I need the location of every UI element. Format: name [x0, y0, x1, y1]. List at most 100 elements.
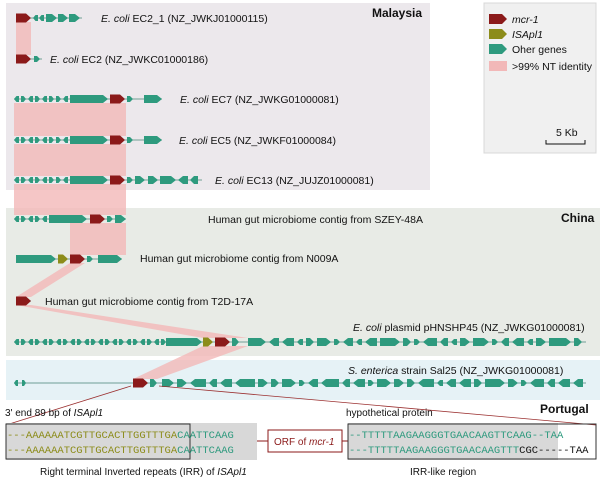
other-gene [547, 379, 555, 387]
other-gene [473, 338, 489, 346]
other-gene [144, 136, 162, 144]
gene-tracks [14, 13, 586, 388]
other-gene [380, 338, 400, 346]
other-gene [166, 338, 202, 346]
zoom-line-left [5, 385, 132, 426]
mcr1-gene [16, 13, 31, 23]
track-ec5 [14, 135, 162, 145]
other-gene [365, 338, 377, 346]
track-sal25 [14, 378, 586, 388]
label-ec7: E. coli EC7 (NZ_JWKG01000081) [180, 94, 339, 106]
other-gene [140, 339, 145, 345]
other-gene [21, 137, 26, 143]
legend-identity-swatch [489, 61, 507, 71]
other-gene [459, 379, 471, 387]
other-gene [512, 338, 524, 346]
other-gene [414, 339, 420, 345]
legend-box [483, 2, 597, 154]
other-gene [190, 379, 206, 387]
other-gene [84, 339, 89, 345]
other-gene [317, 338, 331, 346]
orf-label: ORF of mcr-1 [274, 437, 334, 448]
other-gene [70, 176, 108, 184]
other-gene [150, 379, 157, 387]
mcr1-gene [90, 214, 105, 224]
other-gene [42, 216, 47, 222]
other-gene [353, 379, 365, 387]
other-gene [69, 14, 80, 22]
other-gene [107, 216, 113, 222]
other-gene [126, 339, 131, 345]
label-phnshp45: E. coli plasmid pHNSHP45 (NZ_JWKG0100008… [353, 322, 585, 334]
other-gene [28, 96, 33, 102]
other-gene [56, 137, 61, 143]
track-ec2_1 [16, 13, 82, 23]
other-gene [573, 379, 583, 387]
legend-mcr1-icon [489, 14, 507, 24]
identity-bands [14, 22, 248, 379]
mcr1-gene [70, 254, 85, 264]
other-gene [148, 176, 158, 184]
other-gene [474, 379, 482, 387]
other-gene [28, 137, 33, 143]
other-gene [14, 339, 19, 345]
other-gene [127, 137, 133, 143]
other-gene [147, 339, 152, 345]
mcr1-gene [110, 175, 125, 185]
other-gene [33, 15, 38, 21]
other-gene [536, 338, 546, 346]
zoom-line-right [158, 385, 597, 426]
other-gene [282, 379, 296, 387]
end-89bp-label: 3' end 89 bp of ISApl1 [5, 408, 103, 419]
other-gene [14, 96, 19, 102]
other-gene [235, 379, 255, 387]
other-gene [115, 215, 126, 223]
identity-band [16, 263, 85, 297]
other-gene [87, 256, 93, 262]
identity-band [16, 305, 248, 338]
identity-band [70, 223, 126, 255]
seq-isapl1-lower: ---AAAAAATCGTTGCACTTGGTTTGACAATTCAAG [7, 445, 234, 457]
identity-band [14, 144, 126, 176]
other-gene [308, 379, 318, 387]
other-gene [56, 339, 61, 345]
other-gene [248, 338, 266, 346]
other-gene [368, 380, 374, 386]
mcr1-gene [16, 54, 31, 64]
identity-band [14, 103, 126, 136]
other-gene [70, 95, 108, 103]
other-gene [49, 137, 54, 143]
other-gene [21, 216, 26, 222]
other-gene [49, 339, 54, 345]
other-gene [154, 339, 159, 345]
other-gene [549, 338, 571, 346]
other-gene [49, 96, 54, 102]
other-gene [501, 338, 509, 346]
hypothetical-protein-label: hypothetical protein [346, 408, 433, 419]
other-gene [42, 137, 47, 143]
other-gene [14, 380, 18, 386]
other-gene [28, 177, 33, 183]
other-gene [162, 379, 174, 387]
legend-isapl1-icon [489, 29, 507, 39]
other-gene [39, 15, 44, 21]
label-ec13: E. coli EC13 (NZ_JUJZ01000081) [215, 175, 374, 187]
irr-like-box [347, 423, 597, 460]
other-gene [63, 137, 68, 143]
other-gene [297, 339, 303, 345]
other-gene [49, 215, 87, 223]
other-gene [423, 338, 437, 346]
label-ec2-1: E. coli EC2_1 (NZ_JWKJ01000115) [101, 13, 268, 25]
other-gene [271, 379, 279, 387]
legend-mcr1-label: mcr-1 [512, 14, 539, 26]
other-gene [258, 379, 268, 387]
other-gene [70, 136, 108, 144]
other-gene [98, 339, 103, 345]
other-gene [209, 379, 217, 387]
scale-bar [545, 140, 586, 145]
other-gene [42, 339, 47, 345]
other-gene [377, 379, 391, 387]
other-gene [269, 338, 279, 346]
